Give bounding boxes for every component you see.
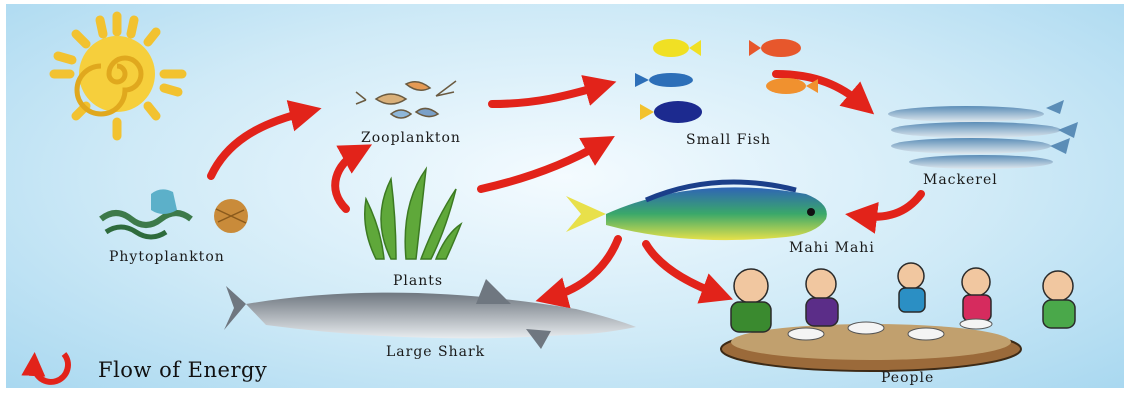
arrow-plants-to-zoo xyxy=(335,152,358,209)
food-web-canvas: Zooplankton Small Fish Mackerel Phytopla… xyxy=(6,4,1124,388)
label-phytoplankton: Phytoplankton xyxy=(109,249,225,265)
arrow-mahi-to-people xyxy=(646,244,718,294)
cycle-arrow-icon xyxy=(34,354,68,382)
mahi-mahi-icon xyxy=(566,182,827,240)
mackerel-icon xyxy=(888,100,1078,169)
sun-icon xyxy=(54,16,182,136)
plants-icon xyxy=(365,169,461,259)
arrow-zoo-to-smallfish xyxy=(492,86,601,104)
food-web-diagram: Zooplankton Small Fish Mackerel Phytopla… xyxy=(6,4,1124,388)
energy-arrows xyxy=(211,74,921,297)
zooplankton-icon xyxy=(356,81,456,118)
people-icon xyxy=(721,263,1075,371)
label-large-shark: Large Shark xyxy=(386,344,485,360)
arrow-mahi-to-shark xyxy=(551,239,618,297)
small-fish-icon xyxy=(635,39,818,123)
label-people: People xyxy=(881,370,934,386)
legend: Flow of Energy xyxy=(34,354,267,382)
legend-label: Flow of Energy xyxy=(98,358,267,382)
arrow-phyto-to-zoo xyxy=(211,112,306,176)
label-zooplankton: Zooplankton xyxy=(361,130,461,146)
label-mahi-mahi: Mahi Mahi xyxy=(789,240,875,256)
label-plants: Plants xyxy=(393,273,443,289)
phytoplankton-icon xyxy=(101,189,248,237)
arrow-plants-to-smallfish xyxy=(481,144,601,189)
label-mackerel: Mackerel xyxy=(923,172,998,188)
arrow-mackerel-to-mahi xyxy=(861,194,921,217)
label-small-fish: Small Fish xyxy=(686,132,771,148)
